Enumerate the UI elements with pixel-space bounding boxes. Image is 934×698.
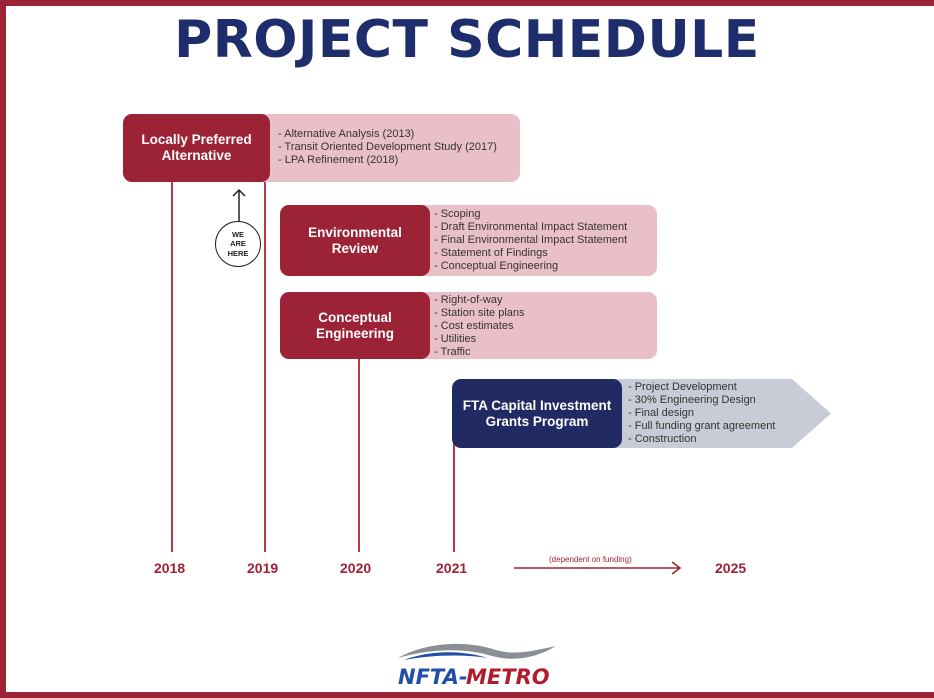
page-title: PROJECT SCHEDULE xyxy=(174,10,760,70)
svg-text:NFTA-: NFTA- xyxy=(398,665,468,689)
up-arrow-icon xyxy=(232,188,246,221)
phase-item: - Cost estimates xyxy=(434,320,514,332)
phase-item: - Statement of Findings xyxy=(434,247,548,259)
timeline-line-2020 xyxy=(358,358,360,552)
phase-item: - Station site plans xyxy=(434,307,525,319)
phase-item: - 30% Engineering Design xyxy=(628,394,756,406)
phase-item: - Right-of-way xyxy=(434,294,503,306)
year-label-2019: 2019 xyxy=(247,560,279,576)
marker-text: HERE xyxy=(227,248,249,258)
phase-label-line: Grants Program xyxy=(485,413,589,429)
phase-label-line: Locally Preferred xyxy=(141,132,252,147)
marker-text: ARE xyxy=(230,239,246,249)
phase-label-line: Environmental xyxy=(308,224,402,240)
year-label-2021: 2021 xyxy=(436,560,468,576)
phase-item: - Project Development xyxy=(628,381,737,393)
phase-label-line: Review xyxy=(331,240,379,256)
phase-item: - Traffic xyxy=(434,346,471,358)
phase-items: - Scoping - Draft Environmental Impact S… xyxy=(434,208,627,273)
right-arrow-icon xyxy=(514,561,682,575)
phase-items: - Project Development - 30% Engineering … xyxy=(628,381,775,446)
phase-item: - LPA Refinement (2018) xyxy=(278,154,399,166)
phase-items: - Right-of-way - Station site plans - Co… xyxy=(434,294,525,359)
phase-item: - Conceptual Engineering xyxy=(434,260,559,272)
phase-details-panel xyxy=(410,205,657,276)
phase-details-panel xyxy=(250,114,520,182)
phase-item: - Final Environmental Impact Statement xyxy=(434,234,628,246)
phase-label-line: Alternative xyxy=(161,148,232,163)
phase-item: - Scoping xyxy=(434,208,481,220)
phase-label-line: Conceptual xyxy=(318,309,392,325)
phase-item: - Alternative Analysis (2013) xyxy=(278,128,415,140)
phase-item: - Transit Oriented Development Study (20… xyxy=(278,141,497,153)
timeline-line-2021 xyxy=(453,440,455,552)
funding-note: (dependent on funding) xyxy=(549,555,632,564)
phase-label-line: Engineering xyxy=(315,325,394,341)
phase-items: - Alternative Analysis (2013) - Transit … xyxy=(278,128,497,167)
year-label-2025: 2025 xyxy=(715,560,747,576)
nfta-metro-logo: NFTA- METRO xyxy=(398,643,556,689)
phase-item: - Final design xyxy=(628,407,695,419)
year-label-2018: 2018 xyxy=(154,560,186,576)
marker-text: WE xyxy=(231,229,245,239)
phase-item: - Utilities xyxy=(434,333,477,345)
phase-details-panel xyxy=(410,292,657,359)
phase-item: - Draft Environmental Impact Statement xyxy=(434,221,628,233)
phase-label-line: FTA Capital Investment xyxy=(462,397,612,413)
timeline-line-2018 xyxy=(171,180,173,552)
details-arrow-shape xyxy=(600,379,831,448)
svg-text:METRO: METRO xyxy=(466,665,550,689)
we-are-here-marker: WE ARE HERE xyxy=(215,221,261,267)
timeline-line-2019 xyxy=(264,180,266,552)
phase-item: - Construction xyxy=(628,433,697,445)
phase-item: - Full funding grant agreement xyxy=(628,420,776,432)
year-label-2020: 2020 xyxy=(340,560,372,576)
